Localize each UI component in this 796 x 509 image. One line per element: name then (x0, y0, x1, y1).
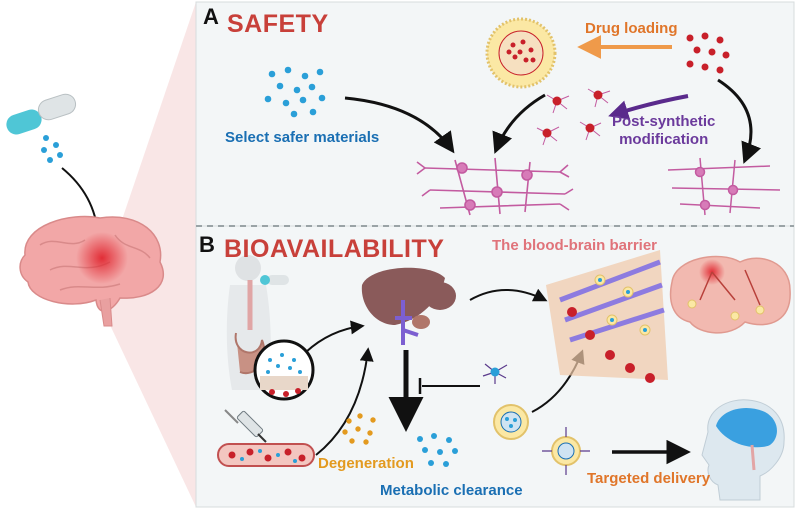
modified-nanoparticles-icon (536, 88, 611, 146)
post-synthetic-arrow (608, 94, 689, 120)
loaded-nanoparticle-icon (485, 17, 557, 89)
drug-particles (686, 32, 730, 74)
post-synthetic-line2: modification (619, 131, 709, 148)
materials-to-neurons-arrow (344, 96, 455, 154)
syringe-icon (224, 409, 267, 443)
blood-vessel-icon (217, 443, 315, 467)
drug-to-neurons-arrow (717, 78, 761, 164)
vessel-to-liver-arrow (315, 347, 374, 456)
liver-icon (361, 267, 456, 345)
capsule-icon (6, 93, 77, 135)
degeneration-label: Degeneration (318, 455, 414, 472)
panel-b-letter: B (199, 232, 215, 257)
panel-a-title: SAFETY (227, 10, 329, 38)
post-synthetic-modification-label: Post-synthetic modification (612, 113, 715, 149)
panel-b-title: BIOAVAILABILITY (224, 235, 445, 263)
brain-section-icon (669, 255, 791, 334)
blood-brain-barrier-icon (546, 250, 668, 383)
released-particles (41, 135, 63, 163)
clearance-particles (417, 433, 458, 467)
metabolic-clearance-label: Metabolic clearance (380, 482, 523, 499)
gut-to-liver-arrow (305, 320, 365, 353)
post-synthetic-line1: Post-synthetic (612, 113, 716, 130)
safer-material-particles (264, 66, 326, 118)
degeneration-particles (342, 413, 376, 445)
select-safer-materials-label: Select safer materials (225, 129, 380, 146)
neuron-icon (416, 157, 574, 216)
modified-to-neurons-arrow (492, 93, 546, 154)
neuron-icon (667, 157, 781, 216)
brain-icon (19, 215, 165, 327)
targeted-delivery-label: Targeted delivery (587, 470, 711, 487)
human-head-icon (701, 399, 785, 501)
panel-a-letter: A (203, 4, 219, 29)
intestine-zoom-icon (253, 339, 315, 401)
liver-to-bbb-arrow (469, 288, 548, 302)
drug-loading-label: Drug loading (585, 20, 678, 37)
nanoparticle-icon (482, 363, 590, 475)
blood-brain-barrier-label: The blood-brain barrier (492, 237, 658, 254)
